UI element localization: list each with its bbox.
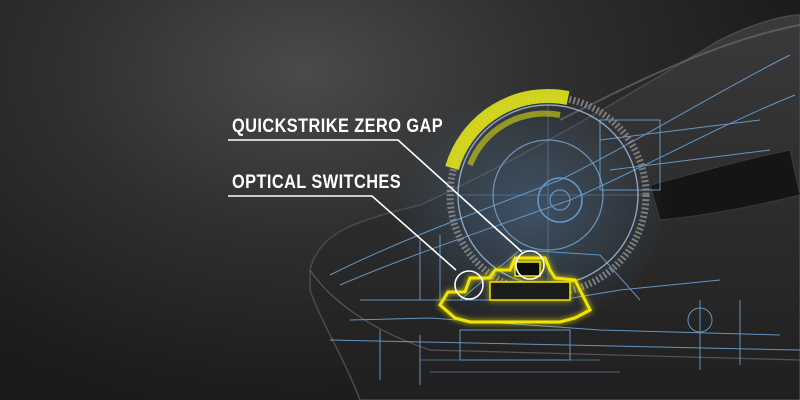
optical-switch	[438, 256, 592, 324]
callout-lines	[228, 139, 545, 300]
callout-optical-switches: OPTICAL SWITCHES	[232, 172, 402, 193]
callout-quickstrike-zero-gap: QUICKSTRIKE ZERO GAP	[232, 116, 444, 137]
